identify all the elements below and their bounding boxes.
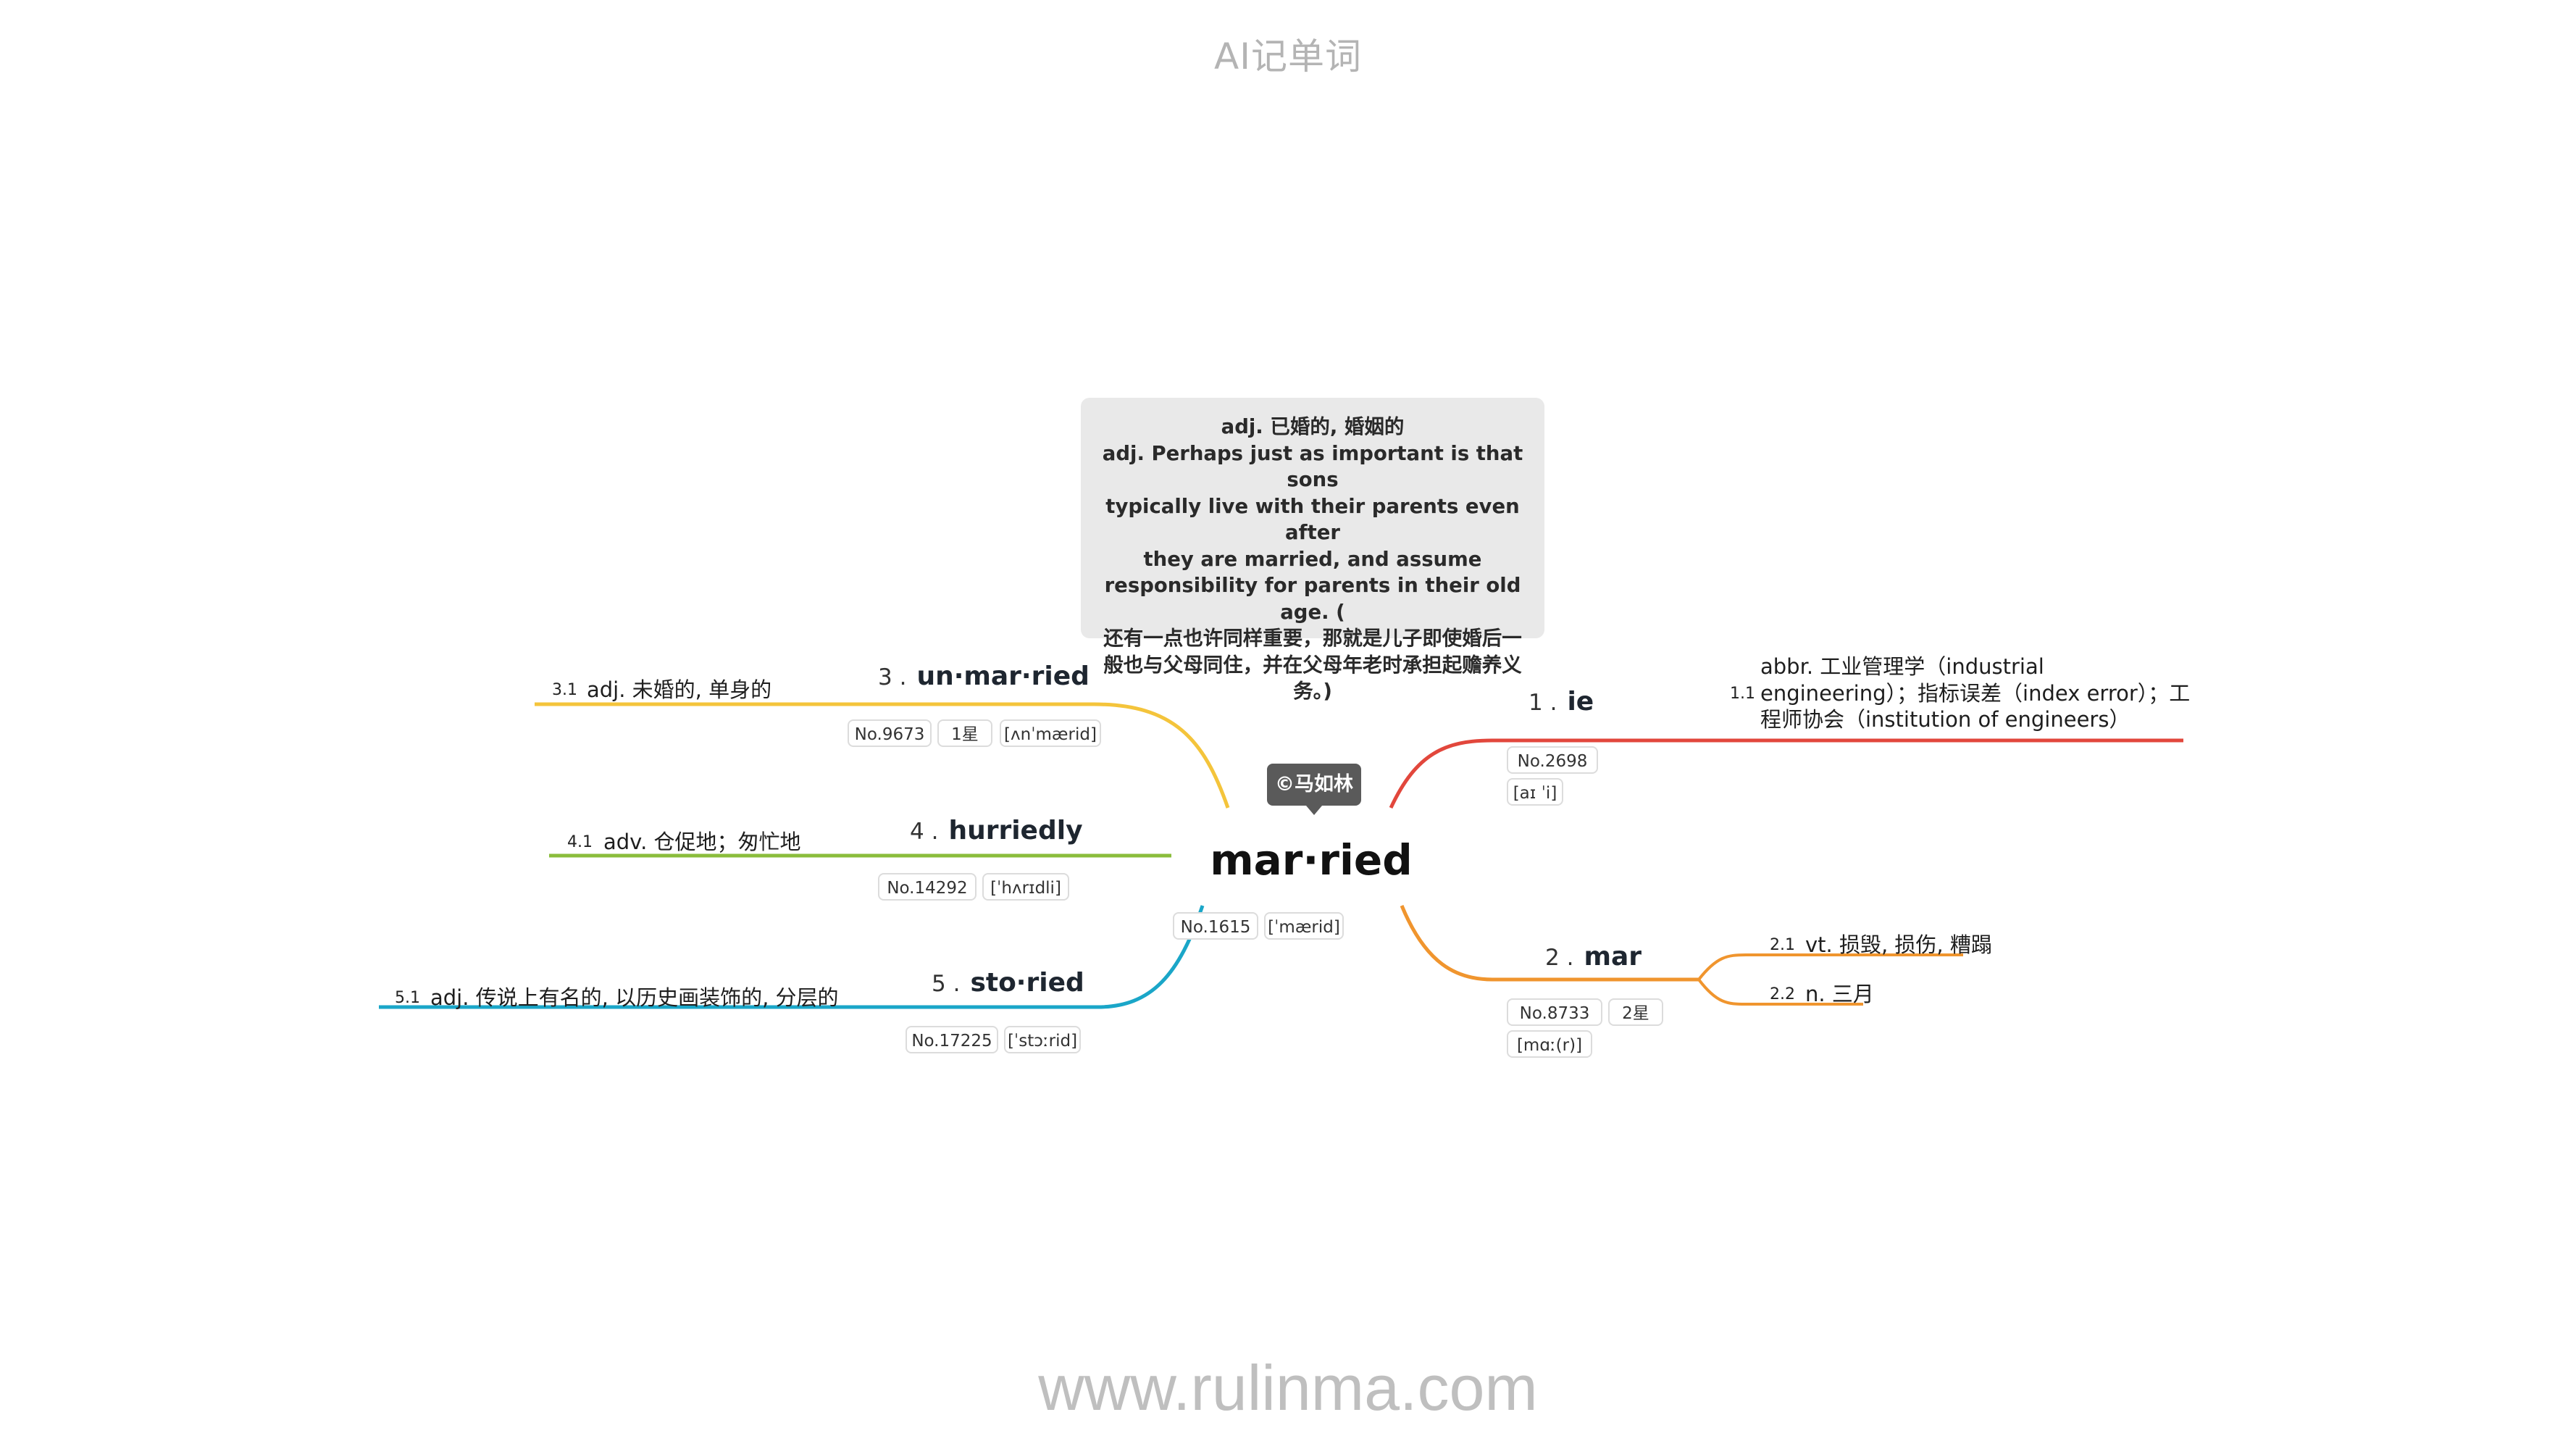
copyright-badge: ©马如林 (1267, 764, 1361, 815)
def-5-1-number: 5.1 (395, 989, 420, 1007)
branch-2-number: 2 . (1545, 945, 1574, 971)
connector-branch-1 (1389, 738, 2183, 809)
note-line: 务。) (1293, 680, 1332, 703)
center-word-phonetic: [ˈmærid] (1264, 912, 1344, 940)
def-4-1-number: 4.1 (567, 833, 593, 851)
def-1-1-text: abbr. 工业管理学（industrial engineering）；指标误差… (1760, 653, 2202, 733)
branch-1-number: 1 . (1529, 690, 1557, 716)
branch-1-word: ie (1567, 687, 1594, 717)
branch-5-number: 5 . (932, 971, 961, 997)
center-word[interactable]: mar·ried (1210, 835, 1413, 885)
branch-2-tag-phonetic: [mɑː(r)] (1507, 1030, 1592, 1058)
def-1-1-line: 程师协会（institution of engineers） (1760, 707, 2130, 732)
branch-3-tag-number: No.9673 (848, 719, 932, 747)
def-2-2-number: 2.2 (1770, 985, 1795, 1003)
def-3-1-text: adj. 未婚的, 单身的 (587, 677, 772, 702)
branch-1-tag-phonetic: [aɪ ˈi] (1507, 778, 1563, 806)
def-2-1-text: vt. 损毁, 损伤, 糟蹋 (1805, 932, 1992, 957)
watermark-url: www.rulinma.com (1038, 1352, 1538, 1424)
branch-3-tag-stars: 1星 (937, 719, 992, 747)
branch-1-title[interactable]: 1 . ie (1529, 687, 1594, 717)
center-word-number: No.1615 (1173, 912, 1258, 940)
note-line: they are married, and assume (1143, 547, 1482, 571)
note-line: adj. 已婚的, 婚姻的 (1221, 415, 1405, 438)
branch-5-tag-phonetic: [ˈstɔːrid] (1004, 1026, 1081, 1053)
branch-4-word: hurriedly (948, 816, 1083, 845)
connector-branch-3 (535, 702, 1230, 809)
branch-1-tag-number: No.2698 (1507, 746, 1598, 774)
def-1-1-line: engineering）；指标误差（index error）；工 (1760, 680, 2191, 706)
branch-5-word: sto·ried (970, 968, 1084, 998)
branch-4-title[interactable]: 4 . hurriedly (910, 816, 1083, 845)
branch-3-title[interactable]: 3 . un·mar·ried (878, 661, 1090, 691)
note-line: adj. Perhaps just as important is that s… (1102, 441, 1523, 492)
def-5-1-text: adj. 传说上有名的, 以历史画装饰的, 分层的 (430, 985, 839, 1010)
branch-3-word: un·mar·ried (916, 661, 1090, 691)
branch-4-number: 4 . (910, 819, 939, 845)
def-2-2-text: n. 三月 (1805, 982, 1874, 1006)
def-1-1-line: abbr. 工业管理学（industrial (1760, 654, 2044, 679)
def-1-1-number: 1.1 (1730, 685, 1755, 703)
branch-2-title[interactable]: 2 . mar (1545, 942, 1642, 972)
connector-def-2-2 (1697, 978, 1863, 1006)
note-line: responsibility for parents in their old … (1104, 574, 1521, 624)
branch-5-tag-number: No.17225 (906, 1026, 998, 1053)
note-line: 还有一点也许同样重要，那就是儿子即使婚后一 (1103, 627, 1522, 650)
page-title: AI记单词 (1214, 36, 1362, 78)
branch-2-tag-stars: 2星 (1608, 998, 1663, 1026)
connector-def-2-1 (1697, 953, 1963, 981)
branch-5-title[interactable]: 5 . sto·ried (932, 968, 1084, 998)
branch-2-tag-number: No.8733 (1507, 998, 1602, 1026)
sentence-note: adj. 已婚的, 婚姻的 adj. Perhaps just as impor… (1081, 398, 1544, 703)
branch-3-tag-phonetic: [ʌnˈmærid] (1000, 719, 1101, 747)
branch-4-tag-number: No.14292 (878, 873, 977, 901)
note-line: typically live with their parents even a… (1105, 494, 1520, 545)
branch-4-tag-phonetic: [ˈhʌrɪdli] (982, 873, 1069, 901)
def-3-1-number: 3.1 (552, 681, 577, 699)
branch-2-word: mar (1584, 942, 1642, 972)
connector-branch-2 (1400, 905, 1699, 982)
def-4-1-text: adv. 仓促地；匆忙地 (603, 830, 801, 854)
note-line: 般也与父母同住，并在父母年老时承担起赡养义 (1103, 653, 1522, 677)
def-2-1-number: 2.1 (1770, 936, 1795, 954)
branch-3-number: 3 . (878, 664, 907, 690)
